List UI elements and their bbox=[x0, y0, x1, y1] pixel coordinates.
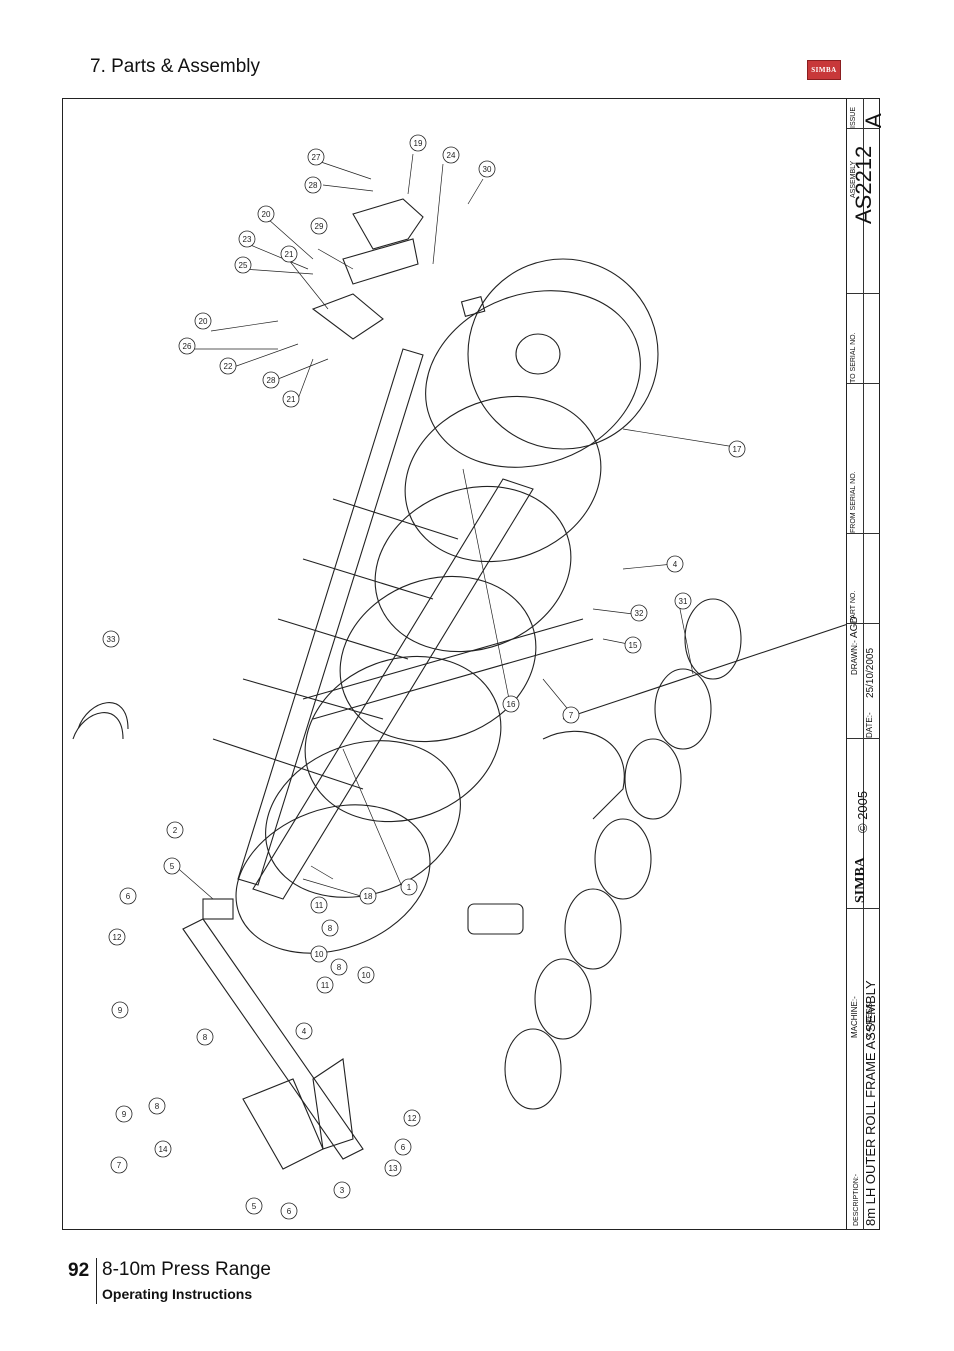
drawing-frame: 27 28 19 24 30 20 29 23 21 25 20 26 22 2… bbox=[62, 98, 880, 1230]
page-number: 92 bbox=[68, 1260, 90, 1281]
callout-12b: 12 bbox=[408, 1114, 417, 1123]
drawing-number: AS2212 bbox=[851, 145, 876, 224]
main-beam-rear bbox=[252, 478, 534, 900]
brand-logo: SIMBA bbox=[853, 857, 868, 903]
section-title: 7. Parts & Assembly bbox=[90, 56, 261, 77]
callout-7b: 7 bbox=[117, 1161, 122, 1170]
callout-13: 13 bbox=[389, 1164, 398, 1173]
callout-10b: 10 bbox=[362, 971, 371, 980]
main-beam bbox=[237, 348, 424, 886]
callout-10: 10 bbox=[315, 950, 324, 959]
callout-29: 29 bbox=[315, 222, 324, 231]
callout-31: 31 bbox=[679, 597, 688, 606]
callout-8d: 8 bbox=[155, 1102, 160, 1111]
callout-15: 15 bbox=[629, 641, 638, 650]
callout-23: 23 bbox=[243, 235, 252, 244]
description-label: DESCRIPTION:- bbox=[853, 1173, 860, 1226]
link-arm bbox=[182, 918, 364, 1160]
callout-4: 4 bbox=[673, 560, 678, 569]
footer-subtitle: Operating Instructions bbox=[102, 1286, 253, 1302]
callout-18: 18 bbox=[364, 892, 373, 901]
callout-8b: 8 bbox=[328, 924, 333, 933]
callout-19: 19 bbox=[414, 139, 423, 148]
disc bbox=[374, 485, 572, 653]
frame-arm bbox=[302, 618, 594, 720]
packer-roll bbox=[562, 623, 847, 720]
callout-8: 8 bbox=[203, 1033, 208, 1042]
callout-33: 33 bbox=[107, 635, 116, 644]
mount-bracket bbox=[352, 198, 424, 250]
callout-21: 21 bbox=[285, 250, 294, 259]
disc bbox=[304, 655, 502, 823]
callout-12: 12 bbox=[113, 933, 122, 942]
spring-clips bbox=[72, 702, 129, 740]
date-label: DATE:- bbox=[865, 712, 874, 738]
callout-32: 32 bbox=[635, 609, 644, 618]
from-serial-label: FROM SERIAL NO. bbox=[850, 471, 857, 533]
copyright: © 2005 bbox=[855, 790, 870, 833]
disc bbox=[467, 258, 659, 450]
issue-value: A bbox=[861, 113, 886, 128]
callout-1: 1 bbox=[407, 883, 412, 892]
callout-11: 11 bbox=[315, 901, 324, 910]
callout-20b: 20 bbox=[199, 317, 208, 326]
drawn-label: DRAWN:- bbox=[850, 640, 859, 675]
date-value: 25/10/2005 bbox=[865, 647, 876, 698]
callout-21b: 21 bbox=[287, 395, 296, 404]
callout-16: 16 bbox=[507, 700, 516, 709]
callout-7: 7 bbox=[569, 711, 574, 720]
callout-11b: 11 bbox=[321, 981, 330, 990]
footer-range: 8-10m Press Range bbox=[102, 1259, 271, 1280]
callout-3: 3 bbox=[340, 1186, 345, 1195]
footer-divider bbox=[96, 1258, 97, 1304]
disc bbox=[265, 740, 461, 898]
disc bbox=[425, 290, 641, 468]
description: 8m LH OUTER ROLL FRAME ASSEMBLY bbox=[863, 980, 878, 1226]
callout-5: 5 bbox=[170, 862, 175, 871]
disc bbox=[235, 804, 431, 954]
machine-label: MACHINE:- bbox=[850, 996, 859, 1038]
issue-label: ISSUE bbox=[850, 106, 857, 128]
callout-27: 27 bbox=[312, 153, 321, 162]
callout-8c: 8 bbox=[337, 963, 342, 972]
callout-5b: 5 bbox=[252, 1202, 257, 1211]
to-serial-label: TO SERIAL NO. bbox=[850, 332, 857, 383]
callout-6c: 6 bbox=[287, 1207, 292, 1216]
callout-24: 24 bbox=[447, 151, 456, 160]
callout-4b: 4 bbox=[302, 1027, 307, 1036]
disc bbox=[404, 395, 602, 563]
callout-9: 9 bbox=[118, 1006, 123, 1015]
callout-28b: 28 bbox=[267, 376, 276, 385]
callout-30: 30 bbox=[483, 165, 492, 174]
callout-2: 2 bbox=[173, 826, 178, 835]
callout-9b: 9 bbox=[122, 1110, 127, 1119]
drawn-by: AGD bbox=[849, 616, 860, 638]
simba-logo: SIMBA bbox=[807, 60, 841, 80]
disc-hub bbox=[515, 333, 561, 375]
exploded-assembly-drawing: 27 28 19 24 30 20 29 23 21 25 20 26 22 2… bbox=[72, 134, 847, 1220]
callout-6: 6 bbox=[126, 892, 131, 901]
callout-bubbles: 27 28 19 24 30 20 29 23 21 25 20 26 22 2… bbox=[102, 134, 746, 1220]
callout-20: 20 bbox=[262, 210, 271, 219]
disc bbox=[339, 575, 537, 743]
title-block: ISSUE A ASSEMBLY AS2212 TO SERIAL NO. FR… bbox=[846, 98, 886, 1230]
callout-14: 14 bbox=[159, 1145, 168, 1154]
callout-25: 25 bbox=[239, 261, 248, 270]
callout-6b: 6 bbox=[401, 1143, 406, 1152]
callout-26: 26 bbox=[183, 342, 192, 351]
callout-17: 17 bbox=[733, 445, 742, 454]
callout-22: 22 bbox=[224, 362, 233, 371]
callout-28: 28 bbox=[309, 181, 318, 190]
